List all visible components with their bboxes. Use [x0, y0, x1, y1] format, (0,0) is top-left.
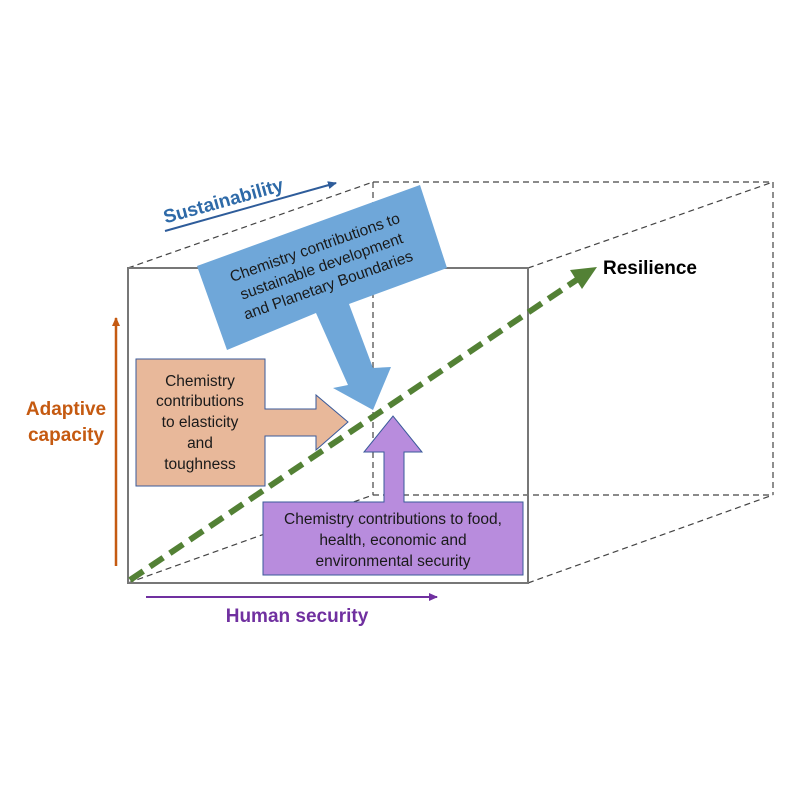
elasticity-text-line: toughness [164, 456, 236, 473]
elasticity-text: Chemistry contributions to elasticity an… [156, 373, 244, 473]
depth-edge-bottom-right [527, 494, 774, 584]
elasticity-callout [135, 358, 349, 487]
human-security-label: Human security [226, 606, 369, 627]
security-callout [262, 415, 524, 576]
elasticity-text-line: Chemistry [165, 373, 235, 390]
elasticity-text-line: and [187, 435, 213, 452]
sustainability-axis-arrow [164, 181, 337, 232]
resilience-arrow-head [570, 267, 597, 289]
adaptive-capacity-label-line2: capacity [28, 425, 104, 446]
depth-edge-bottom-left [127, 494, 374, 584]
adaptive-capacity-label-line1: Adaptive [26, 399, 106, 420]
resilience-label: Resilience [603, 258, 697, 279]
security-text: Chemistry contributions to food, health,… [284, 511, 502, 570]
depth-edge-top-left [127, 181, 374, 269]
security-text-line: Chemistry contributions to food, [284, 511, 502, 528]
depth-edge-top-right [527, 181, 774, 269]
elasticity-text-line: contributions [156, 393, 244, 410]
sustainable-callout [197, 185, 447, 410]
resilience-arrow-line [128, 276, 580, 583]
security-text-line: health, economic and [319, 532, 466, 549]
elasticity-text-line: to elasticity [162, 414, 239, 431]
security-text-line: environmental security [315, 553, 470, 570]
